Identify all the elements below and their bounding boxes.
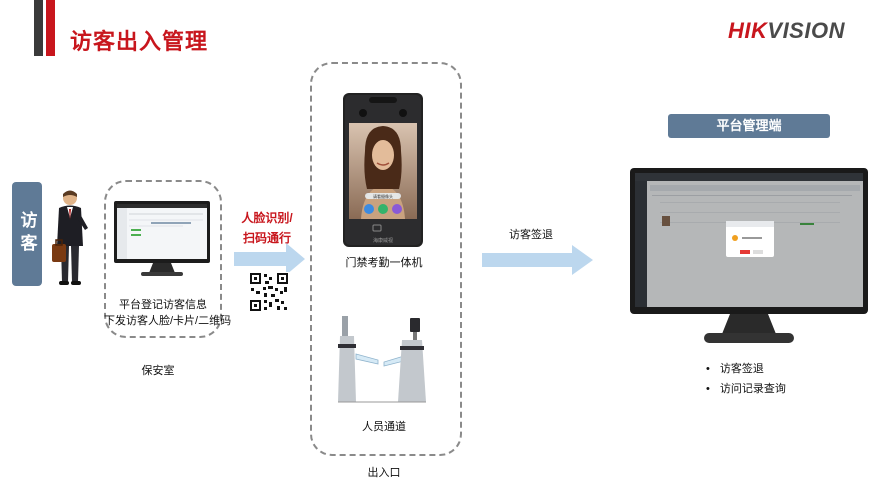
security-room-box	[104, 180, 222, 338]
monitor-caption-line1: 平台登记访客信息	[119, 299, 207, 311]
platform-tag: 平台管理端	[668, 114, 830, 138]
entrance-label: 出入口	[367, 467, 401, 479]
terminal-brand: 海康威视	[373, 237, 393, 244]
platform-bullet-1: 访客签退	[706, 360, 764, 376]
terminal-label: 门禁考勤一体机	[345, 257, 423, 269]
monitor-caption-line2: 下发访客人脸/卡片/二维码	[104, 315, 232, 327]
logo-hik: HIK	[728, 18, 768, 43]
platform-bullet-2: 访问记录查询	[706, 380, 786, 396]
entrance-box	[310, 62, 462, 456]
monitor-icon	[114, 201, 210, 276]
terminal-screen-text: 请看摄像头	[373, 193, 393, 199]
person-icon	[52, 190, 88, 285]
visitor-tag: 访客	[12, 182, 42, 286]
page-title: 访客出入管理	[70, 29, 209, 54]
platform-monitor-icon	[630, 168, 868, 343]
title-accent-red	[46, 0, 55, 56]
arrow-right-icon	[482, 245, 593, 275]
title-accent-dark	[34, 0, 43, 56]
hikvision-logo: HIKVISION	[728, 18, 845, 44]
security-room-label: 保安室	[141, 365, 175, 377]
turnstile-icon	[338, 316, 426, 403]
face-terminal-icon: 请看摄像头 海康威视	[343, 93, 423, 247]
gate-label: 人员通道	[362, 421, 406, 433]
logo-vision: VISION	[767, 18, 845, 43]
access-method-line1: 人脸识别/	[241, 211, 293, 225]
access-method-line2: 扫码通行	[242, 231, 291, 245]
arrow-right-icon	[234, 243, 305, 275]
qr-code-icon	[249, 272, 289, 312]
checkout-arrow-label: 访客签退	[509, 229, 553, 241]
